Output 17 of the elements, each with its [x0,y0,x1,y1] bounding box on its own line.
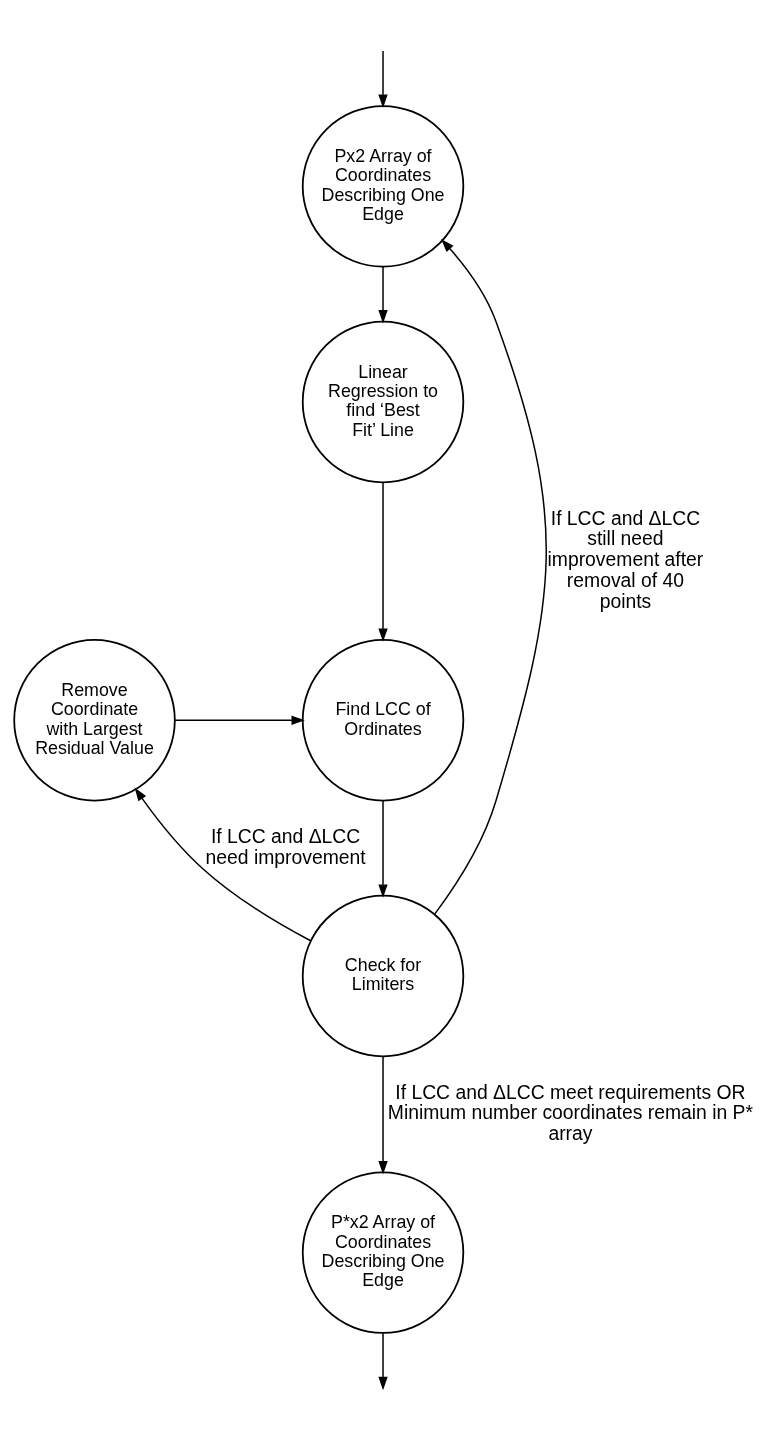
arrow [378,50,388,108]
node-circle: Linear Regression to find ‘Best Fit’ Line [301,320,465,484]
arrow [378,266,388,324]
arrow [378,800,388,898]
edge-label: If LCC and ΔLCC need improvement [205,825,366,868]
arrow [134,787,312,942]
edge-label: If LCC and ΔLCC still need improvement after removal of 40 points [547,507,704,612]
node-circle: Find LCC of Ordinates [301,639,465,802]
arrow [434,239,547,915]
arrow [378,481,388,642]
arrow [378,1055,388,1175]
node-circle: P*x2 Array of Coordinates Describing One Edge [301,1171,465,1334]
arrow [378,1332,388,1391]
node-circle: Check for Limiters [301,894,465,1058]
node-circle: Px2 Array of Coordinates Describing One Edge [301,105,465,268]
edge-label: If LCC and ΔLCC meet requirements OR Minimum number coordinates remain in P* array [387,1081,754,1145]
arrow [174,715,305,725]
